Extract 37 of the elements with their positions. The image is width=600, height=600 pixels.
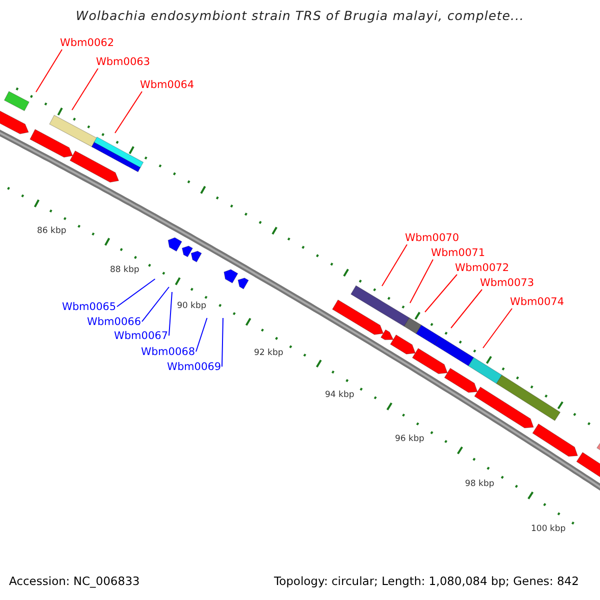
leader-line	[424, 274, 458, 312]
scale-label: 94 kbp	[325, 391, 354, 400]
leader-line	[72, 68, 98, 110]
gene-label: Wbm0073	[480, 278, 534, 290]
gene-label: Wbm0072	[455, 263, 509, 275]
title: Wolbachia endosymbiont strain TRS of Brugia malayi, complete...	[74, 9, 526, 23]
leader-line	[196, 318, 208, 352]
leader-line	[382, 244, 408, 286]
leader-line	[116, 278, 156, 308]
scale-label: 86 kbp	[37, 227, 66, 236]
scale-label: 96 kbp	[395, 435, 424, 444]
scale-label: 100 kbp	[531, 525, 566, 534]
gene-label: Wbm0068	[141, 347, 195, 359]
gene-label: Wbm0063	[96, 57, 150, 69]
leader-line	[114, 91, 142, 134]
leader-line	[410, 259, 434, 304]
footer-text: Topology: circular; Length: 1,080,084 bp; Genes: 842	[274, 575, 579, 588]
footer-text: Accession: NC_006833	[9, 575, 140, 588]
gene-label: Wbm0069	[167, 362, 221, 374]
leader-line	[36, 49, 62, 92]
gene-label: Wbm0065	[62, 302, 116, 314]
scale-label: 98 kbp	[465, 480, 494, 490]
leader-line	[450, 289, 482, 328]
gene-label: Wbm0071	[431, 248, 485, 260]
gene-label: Wbm0064	[140, 80, 194, 92]
scale-label: 92 kbp	[254, 349, 284, 358]
leader-line	[142, 286, 170, 322]
leader-line	[482, 308, 512, 348]
leader-line	[168, 292, 172, 336]
gene-label: Wbm0062	[60, 38, 114, 50]
gene-label: Wbm0074	[510, 297, 564, 309]
gene-label: Wbm0066	[87, 317, 141, 329]
leader-line	[222, 318, 224, 368]
scale-label: 88 kbp	[110, 266, 140, 276]
gene-label: Wbm0070	[405, 233, 459, 245]
scale-label: 90 kbp	[177, 302, 206, 312]
gene-label: Wbm0067	[114, 331, 168, 343]
